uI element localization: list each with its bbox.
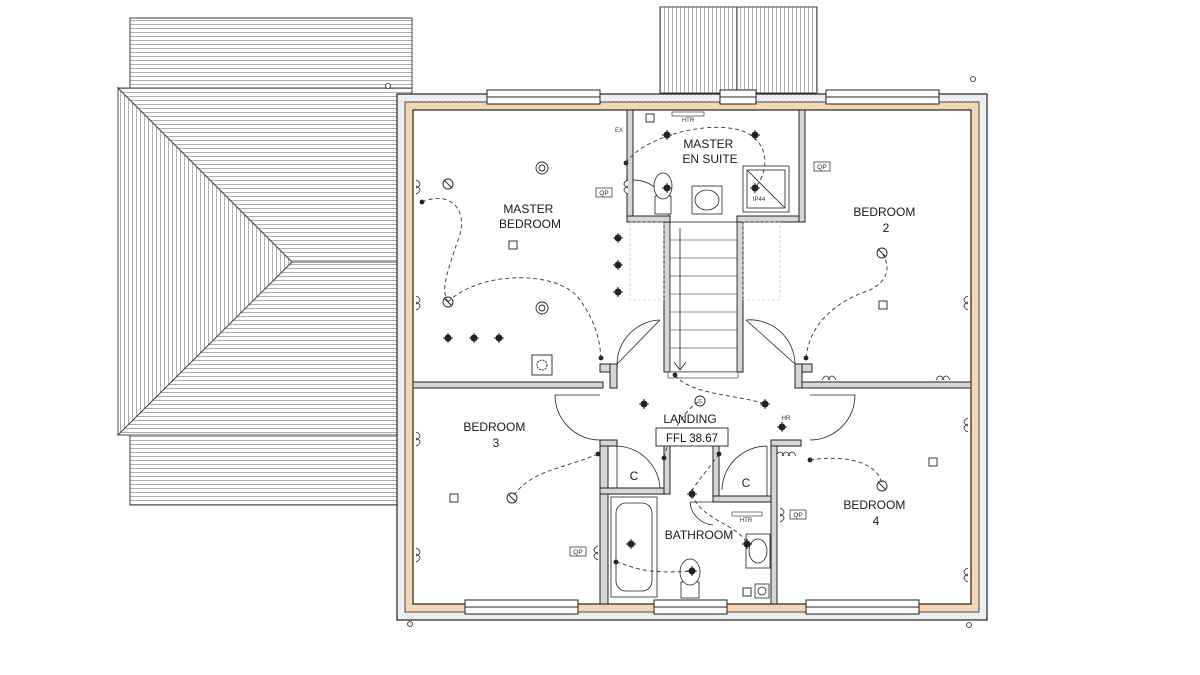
socket-b2-2 — [821, 375, 837, 381]
downlight-icon — [613, 233, 623, 243]
downlight-icon — [469, 333, 479, 343]
room-label-cupboard-right: C — [742, 476, 751, 490]
room-labels: MASTER BEDROOM MASTER EN SUITE BEDROOM 2… — [463, 137, 918, 542]
door-cupboard-right — [721, 445, 768, 496]
socket-b4-1 — [963, 417, 969, 433]
svg-text:FFL 38.67: FFL 38.67 — [666, 433, 718, 445]
svg-text:QP: QP — [573, 549, 582, 556]
svg-text:QP: QP — [793, 512, 802, 519]
data-point-bathroom — [742, 587, 752, 597]
corner-markers — [385, 76, 976, 628]
heater-rail-tag: HR — [782, 416, 791, 422]
downlight-icon — [662, 130, 672, 140]
downlight-icon — [626, 539, 636, 549]
room-label-landing: LANDING — [663, 412, 716, 426]
windows — [464, 89, 940, 615]
data-point-mb — [508, 240, 518, 250]
room-label-bedroom-3: BEDROOM 3 — [463, 420, 528, 450]
downlight-icon — [494, 333, 504, 343]
downlight-icon — [777, 422, 787, 432]
qp-tag-bedroom-3: QP — [569, 546, 587, 557]
data-point-b3 — [449, 493, 459, 503]
ffl-level-tag: FFL 38.67 — [655, 427, 729, 447]
downlight-icon — [662, 183, 672, 193]
downlight-icon — [760, 399, 770, 409]
svg-text:QP: QP — [817, 164, 826, 171]
room-label-master-en-suite: MASTER EN SUITE — [682, 137, 737, 166]
internal-walls — [412, 109, 972, 605]
extractor-tag: EX — [615, 128, 623, 134]
socket-b4-3 — [779, 507, 785, 523]
smoke-detector-label: S — [698, 400, 702, 406]
tag-boxes: QP QP QP QP HTR HTR EX IP44 HR — [569, 111, 831, 557]
data-point-b2 — [878, 300, 888, 310]
downlight-icon — [613, 287, 623, 297]
socket-landing — [775, 451, 797, 457]
data-point-b4 — [928, 457, 938, 467]
socket-b2-1 — [963, 295, 969, 311]
socket-b3-1 — [415, 431, 421, 447]
room-label-master-bedroom: MASTER BEDROOM — [499, 202, 561, 231]
downlights — [443, 130, 787, 576]
staircase — [629, 221, 781, 379]
door-bedroom-4 — [809, 394, 856, 441]
socket-mb-3 — [623, 179, 629, 195]
ceiling-lights — [442, 113, 938, 597]
door-bedroom-2 — [745, 319, 796, 365]
qp-tag-bathroom: QP — [789, 509, 807, 520]
downlight-icon — [639, 399, 649, 409]
door-bedroom-3 — [554, 394, 601, 441]
data-point-en-suite — [645, 113, 655, 123]
wiring — [421, 126, 888, 573]
svg-text:QP: QP — [599, 190, 608, 197]
heater-tag-bathroom: HTR — [740, 518, 753, 524]
door-master-bedroom — [616, 319, 661, 365]
downlight-icon — [742, 539, 752, 549]
roof-left — [116, 17, 413, 506]
door-bathroom — [689, 501, 714, 526]
heater-tag-en-suite: HTR — [682, 118, 695, 124]
door-cupboard-left — [616, 445, 661, 489]
socket-mb-1 — [415, 179, 421, 195]
downlight-icon — [443, 333, 453, 343]
room-label-cupboard-left: C — [630, 469, 639, 483]
shower-ip-tag: IP44 — [753, 197, 766, 203]
roof-top — [659, 6, 818, 94]
qp-tag-en-suite: QP — [813, 161, 831, 172]
room-label-bedroom-4: BEDROOM 4 — [843, 498, 908, 528]
wall-sockets — [415, 179, 969, 583]
sanitary-fittings — [610, 165, 790, 599]
room-label-bathroom: BATHROOM — [665, 528, 733, 542]
socket-b2-3 — [935, 375, 951, 381]
socket-mb-2 — [415, 295, 421, 311]
downlight-icon — [750, 183, 760, 193]
room-label-bedroom-2: BEDROOM 2 — [853, 205, 918, 235]
socket-b4-2 — [963, 567, 969, 583]
smoke-detector-icon — [694, 395, 706, 407]
socket-b3-3 — [593, 545, 599, 561]
doors — [554, 179, 856, 526]
socket-b3-2 — [415, 547, 421, 563]
qp-tag-master-bedroom: QP — [595, 187, 613, 198]
downlight-icon — [613, 260, 623, 270]
